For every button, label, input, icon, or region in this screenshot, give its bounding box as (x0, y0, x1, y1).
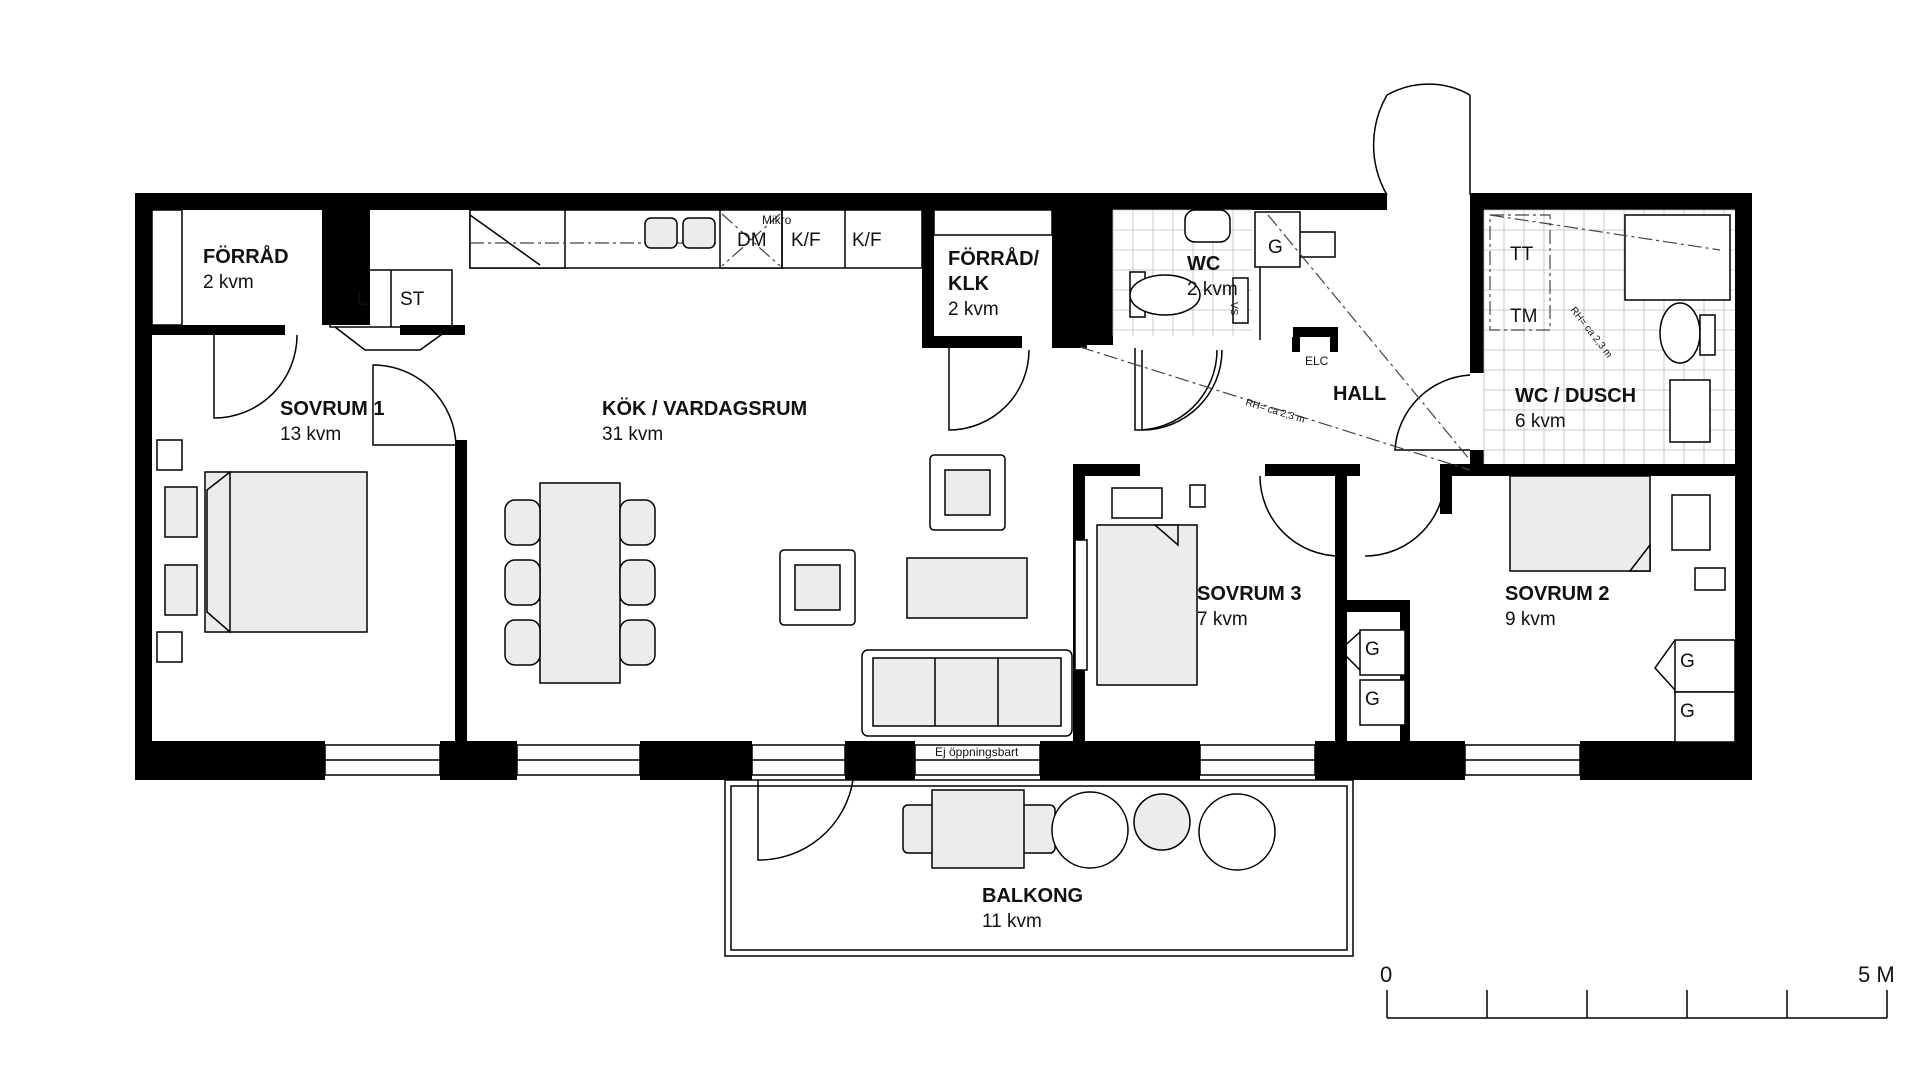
sovrum-3-furniture (1096, 475, 1446, 726)
room-name-kok-vardagsrum: KÖK / VARDAGSRUM (602, 397, 807, 420)
room-area-wc-dusch: 6 kvm (1515, 411, 1566, 432)
balkong-area (724, 779, 1354, 957)
label-mikro: Mikro (762, 213, 792, 227)
label-ej-oppningsbart: Ej öppningsbart (935, 745, 1019, 759)
exterior-walls (135, 193, 1752, 780)
room-name-hall: HALL (1333, 383, 1386, 405)
label-kf-1: K/F (791, 230, 821, 251)
room-area-forrad-1: 2 kvm (203, 272, 254, 293)
wc-dusch-tiles (1394, 209, 1735, 464)
room-name-wc: WC (1187, 253, 1220, 275)
label-rh-hall: RH= ca 2,3 m (1244, 397, 1306, 425)
room-name-forrad-klk-2: KLK (948, 273, 990, 295)
label-g-sovrum3-1: G (1365, 639, 1380, 660)
sovrum-1-furniture (156, 439, 368, 663)
room-area-sovrum-1: 13 kvm (280, 424, 341, 445)
label-g-hall: G (1268, 237, 1283, 258)
room-name-sovrum-1: SOVRUM 1 (280, 398, 384, 420)
scale-end-label: 5 M (1858, 962, 1895, 987)
wc-tiles (1112, 209, 1336, 431)
room-area-kok-vardagsrum: 31 kvm (602, 424, 663, 445)
dining-table (504, 482, 656, 684)
room-name-wc-dusch: WC / DUSCH (1515, 385, 1636, 407)
label-kf-2: K/F (852, 230, 882, 251)
hall-elements (1079, 83, 1471, 471)
room-name-forrad-klk-1: FÖRRÅD/ (948, 246, 1040, 270)
label-g-sovrum2-2: G (1680, 701, 1695, 722)
scale-start-label: 0 (1380, 962, 1392, 987)
label-tm: TM (1510, 306, 1537, 327)
label-l: L (357, 289, 368, 310)
kitchen-counter (469, 209, 923, 269)
room-area-sovrum-3: 7 kvm (1197, 609, 1248, 630)
forrad-klk (933, 209, 1053, 431)
room-name-sovrum-2: SOVRUM 2 (1505, 583, 1609, 605)
room-name-forrad-1: FÖRRÅD (203, 244, 289, 268)
label-st: ST (400, 289, 425, 310)
label-rh-dusch: RH= ca 2,3 m (1568, 305, 1614, 360)
room-name-sovrum-3: SOVRUM 3 (1197, 583, 1301, 605)
label-dm: DM (737, 230, 767, 251)
room-area-balkong: 11 kvm (982, 911, 1042, 932)
label-elc: ELC (1305, 354, 1329, 368)
room-area-forrad-klk: 2 kvm (948, 299, 999, 320)
label-g-sovrum2-1: G (1680, 651, 1695, 672)
forrad-1-furniture (151, 209, 457, 446)
label-tt: TT (1510, 244, 1534, 265)
label-vs: VS (1228, 302, 1239, 316)
scale-bar: 0 5 M (1380, 962, 1895, 1019)
sovrum-2-furniture (1509, 475, 1736, 743)
room-labels: FÖRRÅD 2 kvm SOVRUM 1 13 kvm KÖK / VARDA… (203, 244, 1636, 932)
living-furniture (779, 454, 1088, 737)
label-g-sovrum3-2: G (1365, 689, 1380, 710)
room-area-wc: 2 kvm (1187, 279, 1238, 300)
room-area-sovrum-2: 9 kvm (1505, 609, 1556, 630)
room-name-balkong: BALKONG (982, 885, 1083, 907)
windows (324, 744, 1581, 776)
